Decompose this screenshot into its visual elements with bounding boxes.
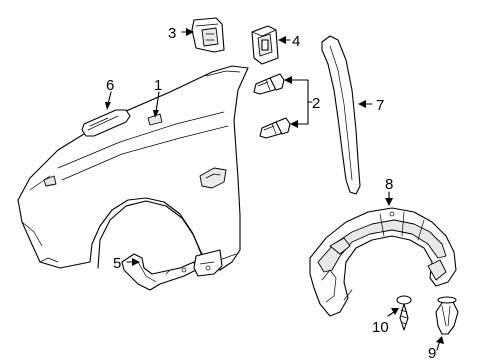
leader-lines [105,28,444,351]
callout-5: 5 [113,255,121,272]
bolt-lower [259,117,291,139]
bolt-upper [253,73,285,95]
callout-4: 4 [292,33,300,50]
push-clip [435,296,459,335]
callout-3: 3 [168,25,176,42]
retainer-block [251,25,279,65]
callout-2: 2 [312,95,320,112]
clip-bracket [191,17,225,53]
callout-6: 6 [106,77,114,94]
fender-liner [309,207,457,317]
screw [396,295,412,331]
fender-bracket [121,249,223,291]
callout-7: 7 [376,97,384,114]
callout-9: 9 [428,345,436,360]
trim-strip [321,35,361,195]
callout-10: 10 [372,319,389,336]
fender-seal [81,109,131,137]
callout-1: 1 [154,77,162,94]
fender-panel [17,65,249,271]
callout-8: 8 [385,176,393,193]
